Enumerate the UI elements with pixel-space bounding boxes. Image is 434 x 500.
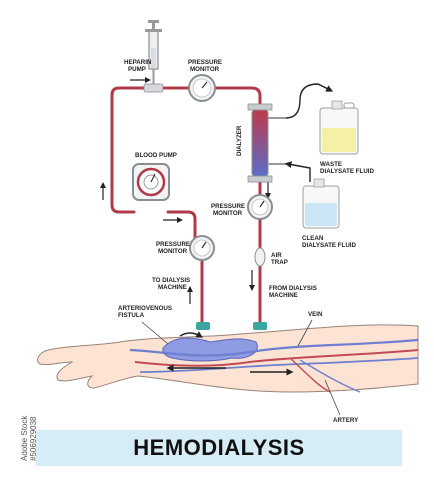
artery-label: ARTERY xyxy=(333,417,359,424)
vein-pointer xyxy=(297,319,313,347)
stock-id-watermark: Adobe Stock #506929038 xyxy=(20,415,38,461)
vein-label: VEIN xyxy=(308,311,323,318)
pressure-monitor-low-gauge-icon xyxy=(189,235,215,261)
waste-dialysate-container-icon xyxy=(319,100,359,155)
heparin-pump-syringe-icon xyxy=(143,20,164,93)
pressure-monitor-top-gauge-icon xyxy=(188,74,216,102)
heparin-pump-label: HEPARIN PUMP xyxy=(124,59,153,73)
page-title: HEMODIALYSIS xyxy=(133,435,305,460)
title-band: HEMODIALYSIS xyxy=(36,430,402,466)
fistula-label: ARTERIOVENOUS FISTULA xyxy=(118,305,174,319)
needle-connectors xyxy=(196,322,267,330)
from-machine-label: FROM DIALYSIS MACHINE xyxy=(269,285,319,299)
air-trap-icon xyxy=(254,247,266,267)
fistula-pointer xyxy=(141,321,169,345)
clean-fluid-label: CLEAN DIALYSATE FLUID xyxy=(302,235,357,249)
arm-illustration xyxy=(37,324,419,393)
blood-pump-label: BLOOD PUMP xyxy=(135,152,177,159)
pressure-monitor-top-label: PRESSURE MONITOR xyxy=(188,59,224,73)
pressure-monitor-low-label: PRESSURE MONITOR xyxy=(156,241,192,255)
blood-tubing xyxy=(110,86,262,324)
dialysate-tubing xyxy=(284,83,334,182)
dialyzer-label: DIALYZER xyxy=(236,125,243,156)
artery-pointer xyxy=(324,379,341,416)
waste-fluid-label: WASTE DIALYSATE FLUID xyxy=(320,161,375,175)
air-trap-label: AIR TRAP xyxy=(271,252,288,266)
to-machine-label: TO DIALYSIS MACHINE xyxy=(152,277,192,291)
pressure-monitor-mid-label: PRESSURE MONITOR xyxy=(211,203,247,217)
blood-pump-icon xyxy=(132,163,170,201)
pressure-monitor-mid-gauge-icon xyxy=(247,194,273,220)
arm-flow-arrows xyxy=(166,331,294,376)
dialyzer-icon xyxy=(247,103,286,183)
flow-arrows xyxy=(100,77,271,304)
clean-dialysate-container-icon xyxy=(302,178,340,229)
